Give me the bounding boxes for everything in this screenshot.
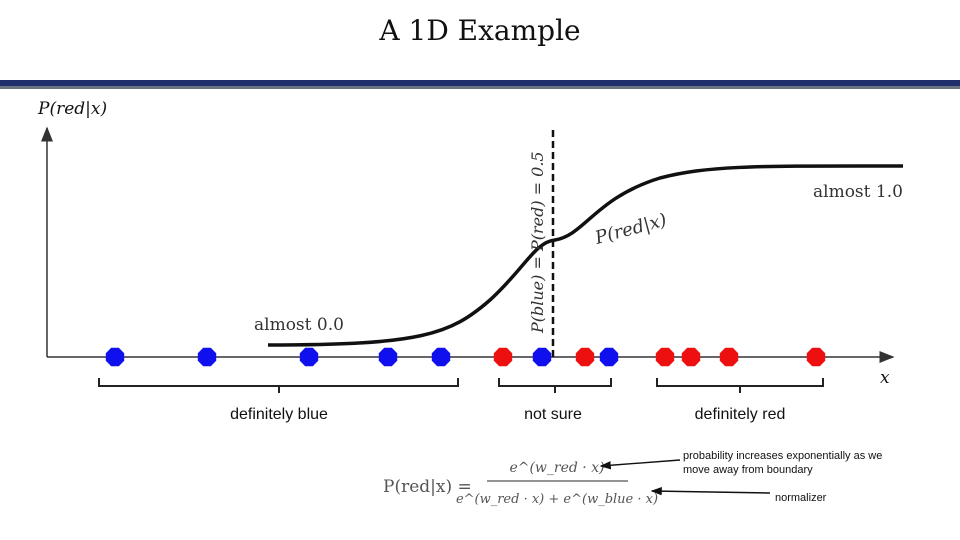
slide-title: A 1D Example bbox=[379, 14, 581, 47]
blue-data-point bbox=[378, 347, 398, 367]
blue-data-point bbox=[105, 347, 125, 367]
group-label-definitely-blue: definitely blue bbox=[230, 406, 328, 423]
red-data-point bbox=[575, 347, 595, 367]
red-data-point bbox=[806, 347, 826, 367]
x-axis-label: x bbox=[880, 368, 890, 388]
formula-lhs: P(red|x) = bbox=[383, 477, 472, 497]
denominator-note: normalizer bbox=[775, 492, 827, 504]
title-rule-shadow bbox=[0, 86, 960, 89]
blue-data-point bbox=[599, 347, 619, 367]
softmax-formula: P(red|x) = e^(w_red · x) e^(w_red · x) +… bbox=[383, 460, 658, 507]
denominator-arrow bbox=[650, 486, 771, 496]
blue-data-point bbox=[299, 347, 319, 367]
sigmoid-curve bbox=[267, 164, 904, 347]
curve-label: P(red|x) bbox=[592, 210, 669, 249]
blue-data-point bbox=[431, 347, 451, 367]
label-almost-one: almost 1.0 bbox=[813, 182, 903, 202]
formula-denominator: e^(w_red · x) + e^(w_blue · x) bbox=[456, 492, 658, 507]
bracket-definitely-red bbox=[656, 378, 824, 393]
group-label-definitely-red: definitely red bbox=[695, 406, 786, 423]
numerator-note: probability increases exponentially as w… bbox=[683, 450, 885, 476]
red-data-point bbox=[655, 347, 675, 367]
y-axis-label: P(red|x) bbox=[37, 99, 107, 119]
boundary-label: P(blue) = P(red) = 0.5 bbox=[528, 151, 547, 334]
blue-data-point bbox=[197, 347, 217, 367]
red-data-point bbox=[719, 347, 739, 367]
data-points bbox=[105, 347, 826, 367]
red-data-point bbox=[493, 347, 513, 367]
bracket-not-sure bbox=[498, 378, 612, 393]
numerator-arrow bbox=[599, 459, 681, 470]
formula-numerator: e^(w_red · x) bbox=[509, 460, 604, 476]
title-rule bbox=[0, 80, 960, 86]
red-data-point bbox=[681, 347, 701, 367]
bracket-definitely-blue bbox=[98, 378, 459, 393]
blue-data-point bbox=[532, 347, 552, 367]
label-almost-zero: almost 0.0 bbox=[254, 315, 344, 335]
group-label-not-sure: not sure bbox=[524, 406, 582, 423]
